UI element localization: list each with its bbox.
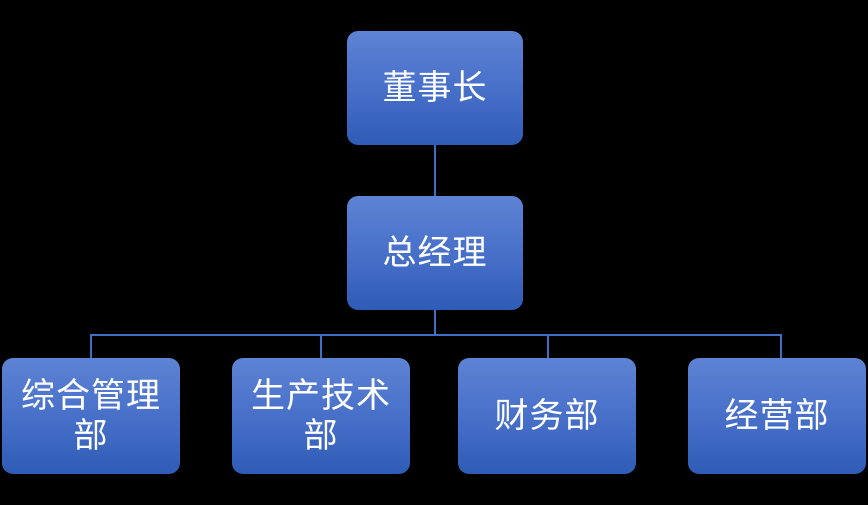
- node-chairman-label: 董事长: [382, 68, 488, 107]
- connector-drop-operations-dept: [780, 334, 782, 358]
- connector-general-manager-stem: [434, 310, 436, 334]
- node-chairman[interactable]: 董事长: [347, 31, 523, 145]
- connector-chairman-to-general-manager: [434, 145, 436, 196]
- node-production-technology-dept[interactable]: 生产技术 部: [232, 358, 410, 474]
- node-finance-dept-label: 财务部: [494, 396, 600, 435]
- connector-horizontal-bus: [90, 334, 782, 336]
- connector-drop-comprehensive-management-dept: [90, 334, 92, 358]
- node-finance-dept[interactable]: 财务部: [458, 358, 636, 474]
- node-operations-dept-label: 经营部: [724, 396, 830, 435]
- node-general-manager[interactable]: 总经理: [347, 196, 523, 310]
- connector-drop-finance-dept: [547, 334, 549, 358]
- node-production-technology-dept-label: 生产技术 部: [251, 376, 391, 455]
- connector-drop-production-technology-dept: [320, 334, 322, 358]
- node-general-manager-label: 总经理: [382, 233, 488, 272]
- node-operations-dept[interactable]: 经营部: [688, 358, 866, 474]
- node-comprehensive-management-dept-label: 综合管理 部: [21, 376, 161, 455]
- node-comprehensive-management-dept[interactable]: 综合管理 部: [2, 358, 180, 474]
